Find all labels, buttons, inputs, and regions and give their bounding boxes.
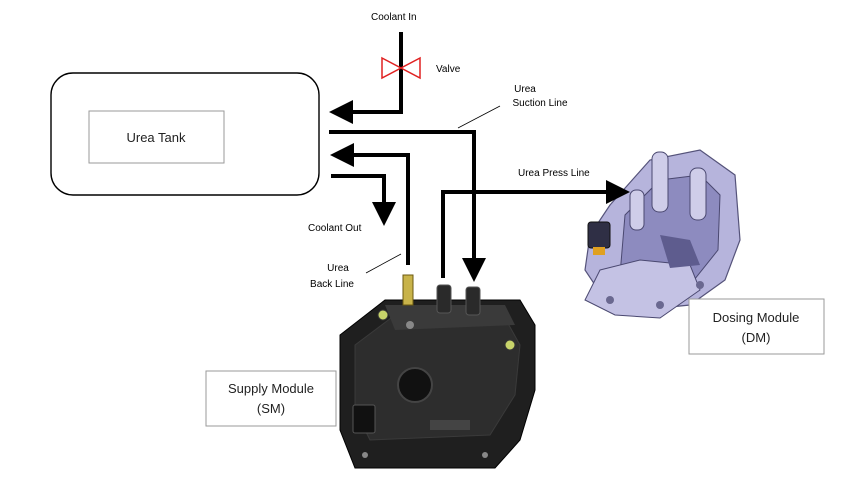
dosing-module-label-line1: Dosing Module — [713, 310, 800, 325]
urea-suction-label-line2: Suction Line — [512, 98, 567, 109]
coolant-out-line — [331, 174, 396, 226]
dosing-module-image — [584, 149, 741, 319]
urea-tank-label-box — [88, 110, 225, 164]
supply-module-label-line1: Supply Module — [228, 381, 314, 396]
urea-back-label-line2: Back Line — [310, 279, 354, 290]
coolant-out-label: Coolant Out — [308, 223, 362, 234]
urea-press-line — [441, 180, 630, 278]
coolant-in-line — [329, 32, 403, 124]
urea-press-label: Urea Press Line — [518, 168, 590, 179]
valve-label: Valve — [436, 64, 461, 75]
urea-suction-label-line1: Urea — [514, 84, 536, 95]
urea-suction-line — [329, 105, 501, 282]
supply-module-image — [339, 274, 536, 469]
urea-tank-label: Urea Tank — [126, 130, 186, 145]
valve-icon — [381, 56, 421, 80]
urea-back-line — [330, 143, 410, 274]
supply-module-label-box — [205, 370, 337, 427]
supply-module-label-line2: (SM) — [257, 401, 285, 416]
dosing-module-label-box — [688, 298, 825, 355]
coolant-in-label: Coolant In — [371, 12, 417, 23]
urea-back-label-line1: Urea — [327, 263, 349, 274]
dosing-module-label-line2: (DM) — [742, 330, 771, 345]
